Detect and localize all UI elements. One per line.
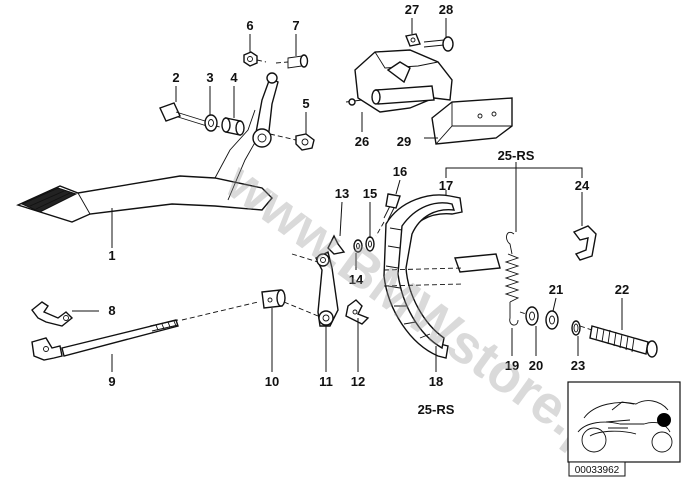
label-10: 10 bbox=[265, 374, 279, 389]
label-8: 8 bbox=[108, 303, 115, 318]
shaft-22 bbox=[519, 311, 658, 358]
pedal-tread-pad bbox=[20, 187, 78, 213]
wing-nut-12 bbox=[345, 299, 370, 325]
label-22: 22 bbox=[615, 282, 629, 297]
label-15: 15 bbox=[363, 186, 377, 201]
washer-3 bbox=[204, 114, 218, 132]
label-3: 3 bbox=[206, 70, 213, 85]
clip-24 bbox=[572, 225, 597, 261]
screw-7 bbox=[275, 54, 309, 69]
spring-19 bbox=[504, 232, 520, 326]
label-1: 1 bbox=[108, 248, 115, 263]
trunnion-10 bbox=[261, 289, 319, 317]
washer-14 bbox=[353, 239, 363, 253]
clip-8 bbox=[31, 301, 99, 327]
bolt-2 bbox=[159, 102, 225, 129]
switch-bracket-26 bbox=[345, 49, 453, 113]
label-20: 20 bbox=[529, 358, 543, 373]
label-16: 16 bbox=[393, 164, 407, 179]
label-28: 28 bbox=[439, 2, 453, 17]
washer-21 bbox=[545, 310, 559, 330]
washer-20 bbox=[525, 306, 539, 326]
label-25-rs-top: 25-RS bbox=[498, 148, 535, 163]
part-labels: 1 2 3 4 5 6 7 8 9 10 11 12 13 14 15 16 1… bbox=[108, 2, 629, 417]
nut-5 bbox=[269, 133, 315, 151]
screw-28 bbox=[423, 36, 454, 52]
label-12: 12 bbox=[351, 374, 365, 389]
label-21: 21 bbox=[549, 282, 563, 297]
brake-shoes-18 bbox=[383, 194, 501, 359]
label-23: 23 bbox=[571, 358, 585, 373]
label-17: 17 bbox=[439, 178, 453, 193]
leader-lines bbox=[111, 18, 623, 372]
locator-thumbnail: 00033962 bbox=[567, 381, 681, 477]
label-18: 18 bbox=[429, 374, 443, 389]
location-marker bbox=[657, 413, 671, 427]
bushing-4 bbox=[221, 117, 245, 136]
label-2: 2 bbox=[172, 70, 179, 85]
label-26: 26 bbox=[355, 134, 369, 149]
nut-6 bbox=[243, 51, 267, 67]
screw-27 bbox=[405, 33, 421, 47]
label-24: 24 bbox=[575, 178, 590, 193]
brake-lever-11 bbox=[291, 250, 339, 327]
screw-16 bbox=[375, 193, 401, 237]
label-13: 13 bbox=[335, 186, 349, 201]
label-4: 4 bbox=[230, 70, 238, 85]
label-7: 7 bbox=[292, 18, 299, 33]
label-14: 14 bbox=[349, 272, 364, 287]
switch-block-29 bbox=[431, 97, 513, 145]
pedal-lever-arm bbox=[252, 72, 279, 148]
reference-code: 00033962 bbox=[575, 465, 620, 476]
label-27: 27 bbox=[405, 2, 419, 17]
label-29: 29 bbox=[397, 134, 411, 149]
label-11: 11 bbox=[319, 374, 333, 389]
label-6: 6 bbox=[246, 18, 253, 33]
label-5: 5 bbox=[302, 96, 309, 111]
brake-pedal bbox=[16, 109, 273, 223]
ring-23 bbox=[571, 320, 581, 336]
indicator-plate-13 bbox=[327, 234, 346, 255]
label-25-rs-bottom: 25-RS bbox=[418, 402, 455, 417]
label-19: 19 bbox=[505, 358, 519, 373]
brake-rod-9 bbox=[31, 301, 259, 361]
label-9: 9 bbox=[108, 374, 115, 389]
